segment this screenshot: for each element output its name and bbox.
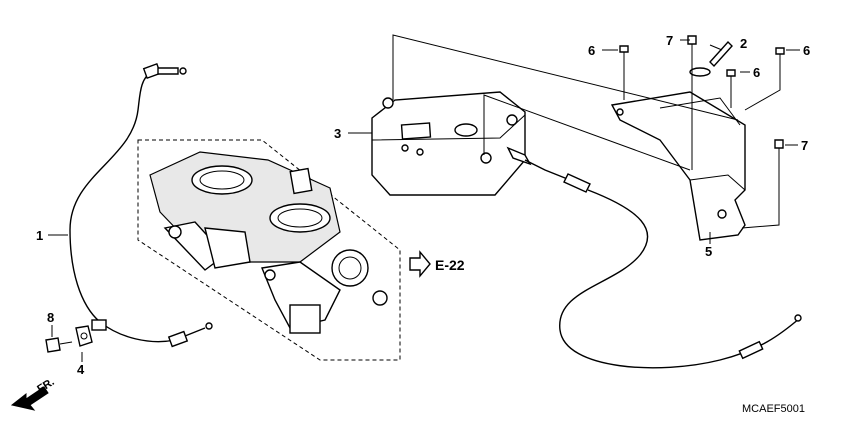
diagram-code: MCAEF5001	[742, 403, 805, 415]
callout-3: 3	[334, 126, 341, 141]
front-direction-marker: FR.	[10, 376, 57, 411]
callout-6-a: 6	[588, 43, 595, 58]
clip-part-4	[75, 325, 93, 347]
bolt-part-6-b	[726, 69, 736, 94]
bolt-part-8	[45, 337, 73, 353]
reference-label: E-22	[435, 257, 465, 273]
callout-4: 4	[77, 362, 85, 377]
cable-from-control-unit	[506, 146, 802, 369]
bolt-part-6-a	[619, 45, 629, 70]
rod-part-2	[689, 40, 733, 77]
callout-6-c: 6	[803, 43, 810, 58]
callout-2: 2	[740, 36, 747, 51]
assembly-lines	[392, 34, 781, 229]
callout-5: 5	[705, 244, 712, 259]
bolt-part-7-a	[687, 35, 697, 58]
callouts: 1 2 3 4 5 6 6 6 7 7 8	[36, 33, 810, 377]
reference-arrow: E-22	[409, 250, 465, 278]
bolt-part-6-c	[775, 47, 785, 72]
cable-part-1	[69, 63, 213, 348]
callout-8: 8	[47, 310, 54, 325]
control-unit-part-3	[371, 91, 526, 196]
bolt-part-7-b	[774, 139, 784, 162]
throttle-body-group	[137, 139, 401, 361]
callout-7-b: 7	[801, 138, 808, 153]
callout-leaders	[48, 39, 800, 362]
callout-7-a: 7	[666, 33, 673, 48]
throttle-body-dashed-outline	[137, 139, 401, 361]
throttle-body	[149, 151, 388, 334]
hollow-right-arrow-icon	[409, 250, 431, 278]
callout-6-b: 6	[753, 65, 760, 80]
front-arrow-icon	[10, 386, 49, 411]
callout-1: 1	[36, 228, 43, 243]
